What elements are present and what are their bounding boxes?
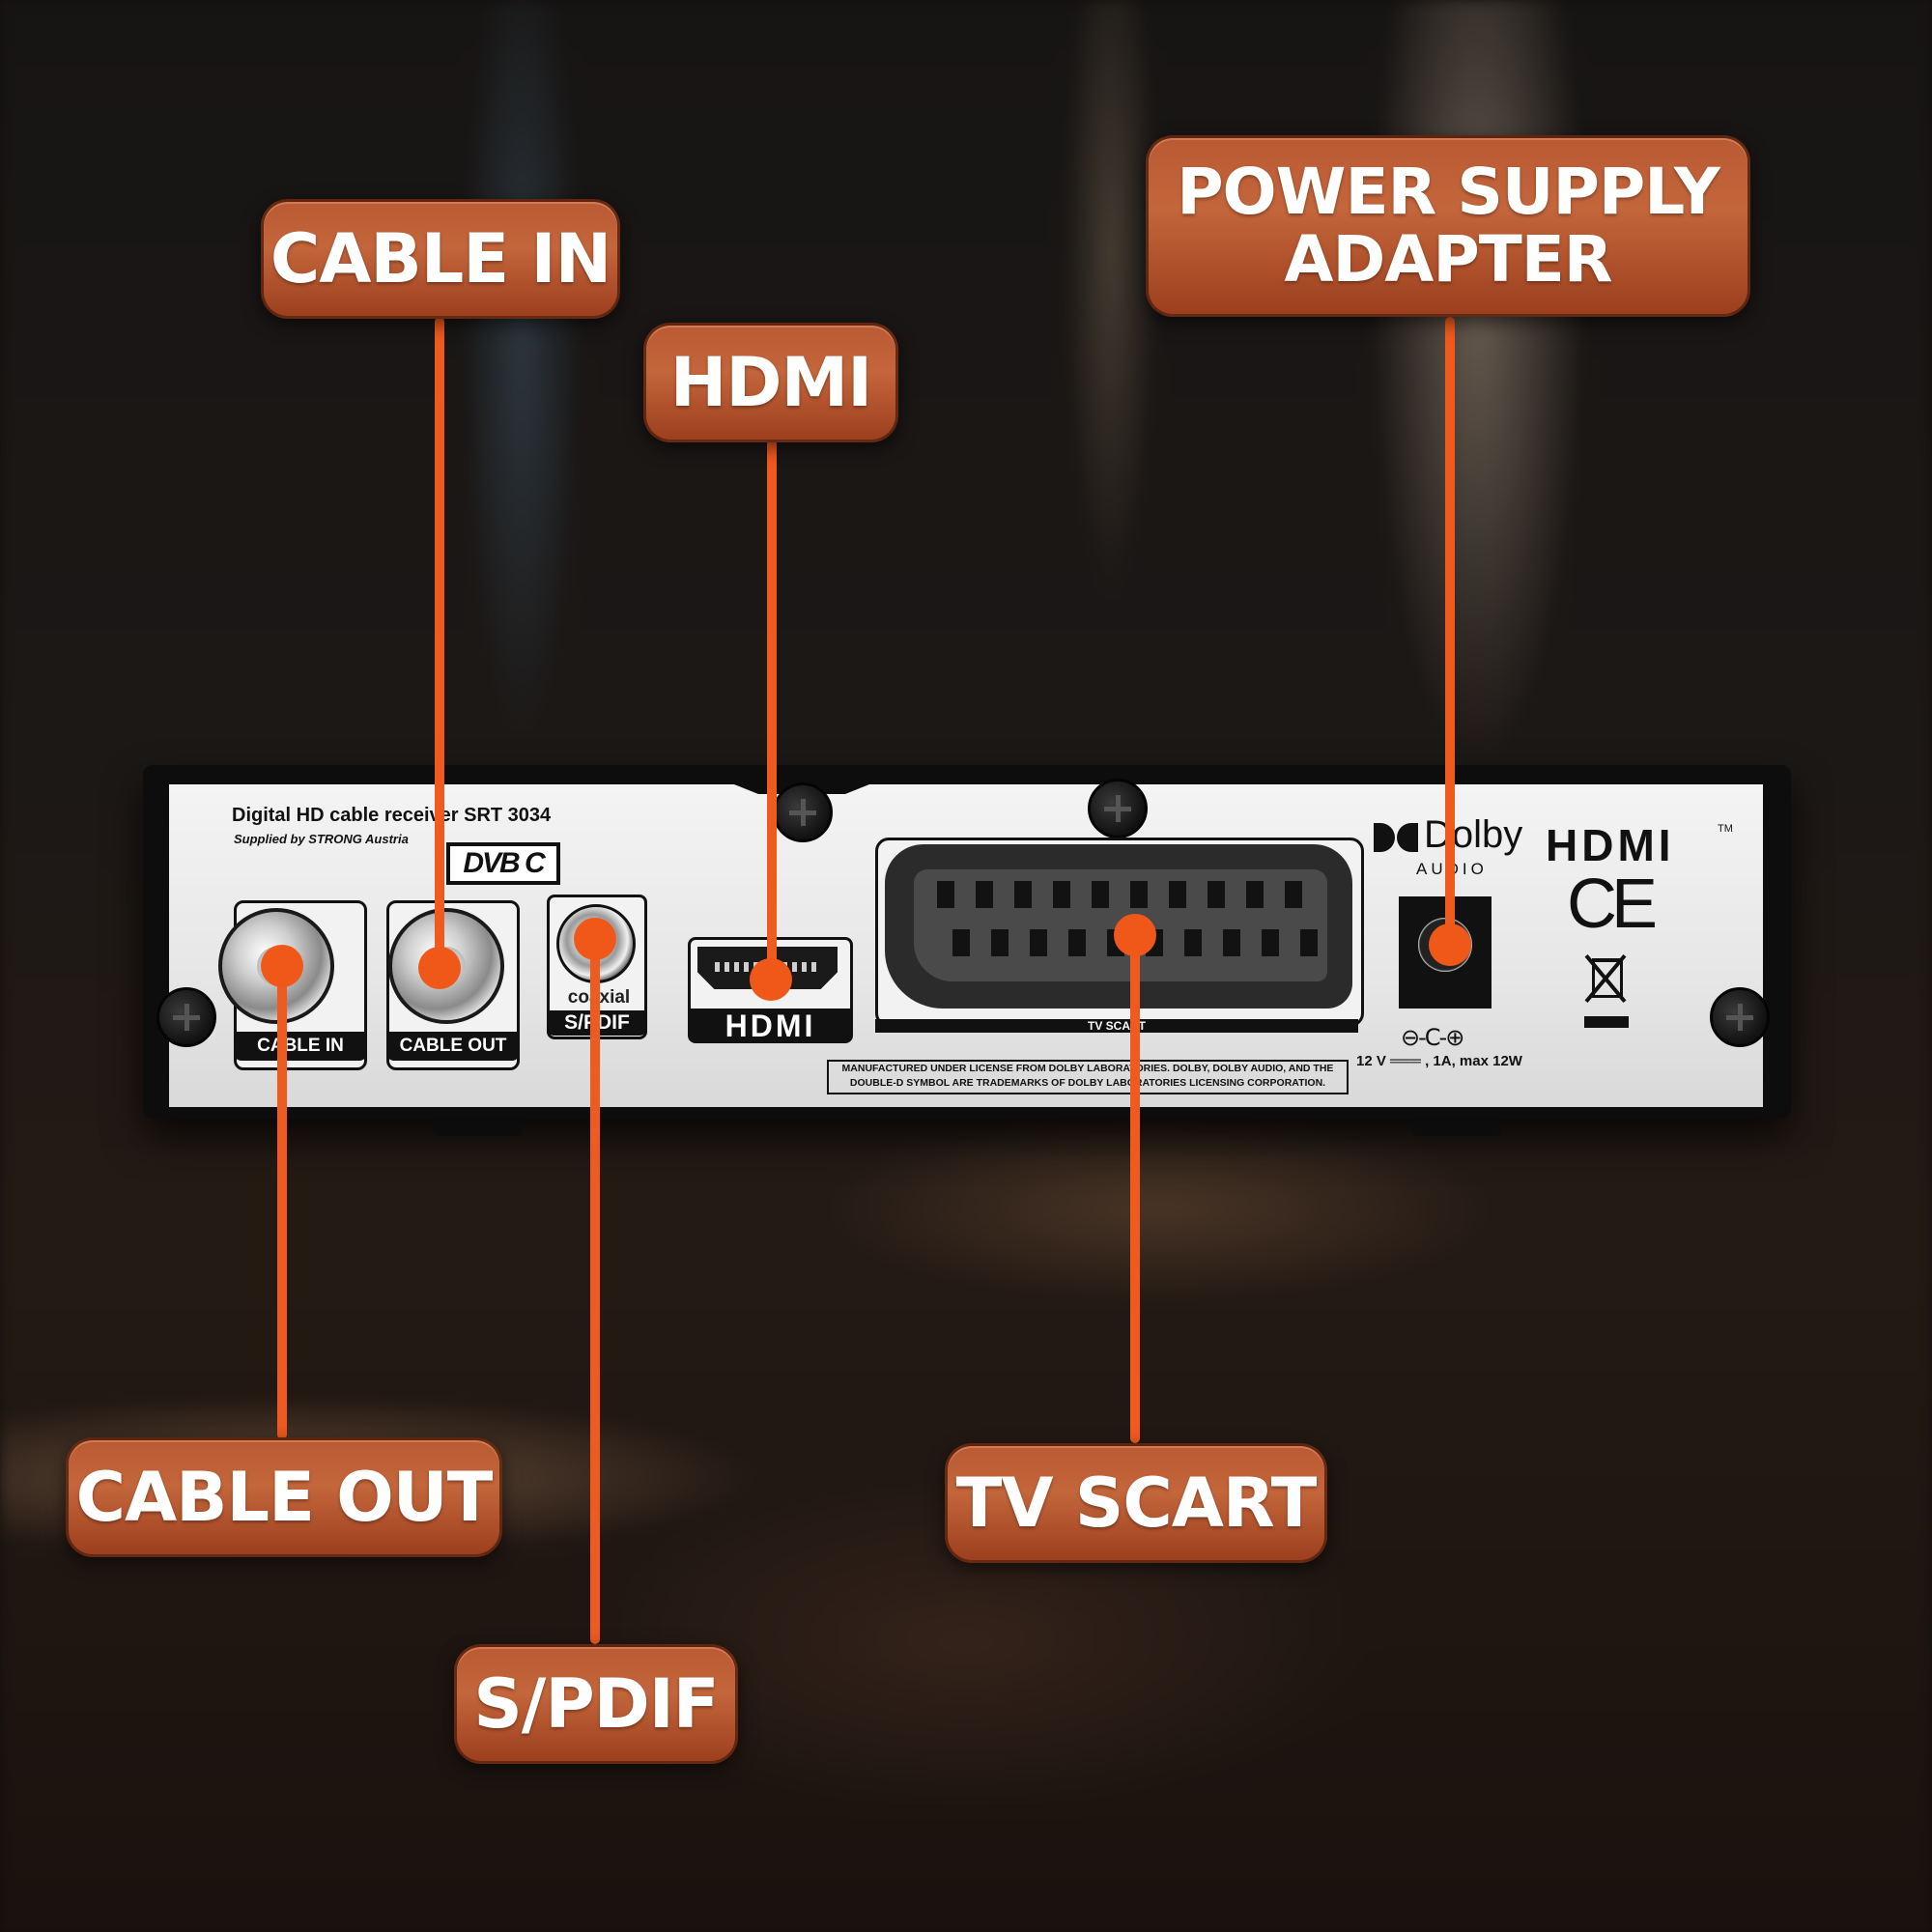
spdif-pointer-dot xyxy=(574,918,616,960)
callout-power-supply-adapter: POWER SUPPLY ADAPTER xyxy=(1146,135,1750,317)
device-foot-left xyxy=(433,1119,522,1136)
dvb-c-logo: DVB C xyxy=(446,842,560,885)
hdmi-logo: HDMI xyxy=(1546,820,1675,870)
hdmi-trademark: TM xyxy=(1718,823,1733,835)
hdmi-leader-line xyxy=(767,439,777,980)
model-label: Digital HD cable receiver SRT 3034 xyxy=(232,805,552,826)
callout-power-supply-line-2: ADAPTER xyxy=(1284,222,1612,297)
callout-cable-out-text: CABLE OUT xyxy=(75,1458,494,1537)
callout-hdmi: HDMI xyxy=(643,323,898,442)
callout-cable-in: CABLE IN xyxy=(261,199,620,319)
hdmi-port-label: HDMI xyxy=(688,1009,853,1043)
scart-port-label: TV SCART xyxy=(875,1019,1358,1033)
callout-cable-out: CABLE OUT xyxy=(66,1437,502,1557)
power-supply-leader-line xyxy=(1445,317,1455,954)
supplier-label: Supplied by STRONG Austria xyxy=(234,832,409,846)
scart-pin-row-top xyxy=(937,881,1304,908)
dolby-wordmark: Dolby xyxy=(1424,813,1523,856)
dolby-license-notice: MANUFACTURED UNDER LICENSE FROM DOLBY LA… xyxy=(827,1060,1349,1094)
cable-in-leader-line xyxy=(435,317,444,972)
screw-icon xyxy=(1088,779,1148,838)
ce-mark-icon: CE xyxy=(1567,866,1658,943)
polarity-symbol: ⊖-C-⊕ xyxy=(1401,1024,1464,1051)
callout-power-supply-line-1: POWER SUPPLY xyxy=(1177,155,1720,229)
spdif-leader-line xyxy=(590,937,600,1644)
hdmi-pointer-dot xyxy=(750,958,792,1001)
cable-in-pointer-dot xyxy=(418,947,461,989)
cable-out-port-label: CABLE OUT xyxy=(386,1032,520,1061)
screw-icon xyxy=(1710,987,1770,1047)
license-line-1: MANUFACTURED UNDER LICENSE FROM DOLBY LA… xyxy=(841,1063,1334,1074)
tv-scart-leader-line xyxy=(1130,935,1140,1443)
callout-spdif: S/PDIF xyxy=(454,1644,738,1764)
screw-icon xyxy=(156,987,216,1047)
callout-cable-in-text: CABLE IN xyxy=(270,219,611,298)
device-foot-right xyxy=(1412,1119,1501,1136)
callout-tv-scart: TV SCART xyxy=(945,1443,1327,1563)
license-line-2: DOUBLE-D SYMBOL ARE TRADEMARKS OF DOLBY … xyxy=(849,1077,1326,1089)
dolby-double-d-icon xyxy=(1374,823,1420,852)
screw-icon xyxy=(773,782,833,842)
cable-out-leader-line xyxy=(277,956,287,1439)
callout-tv-scart-text: TV SCART xyxy=(955,1463,1318,1543)
cable-out-pointer-dot xyxy=(261,945,303,987)
tv-scart-pointer-dot xyxy=(1114,914,1156,956)
power-spec-label: 12 V ═══ , 1A, max 12W xyxy=(1356,1053,1522,1069)
callout-hdmi-text: HDMI xyxy=(669,343,872,422)
power-supply-pointer-dot xyxy=(1429,923,1471,966)
weee-bin-icon xyxy=(1578,949,1633,1028)
cable-in-port-label: CABLE IN xyxy=(234,1032,367,1061)
callout-spdif-text: S/PDIF xyxy=(473,1664,719,1744)
